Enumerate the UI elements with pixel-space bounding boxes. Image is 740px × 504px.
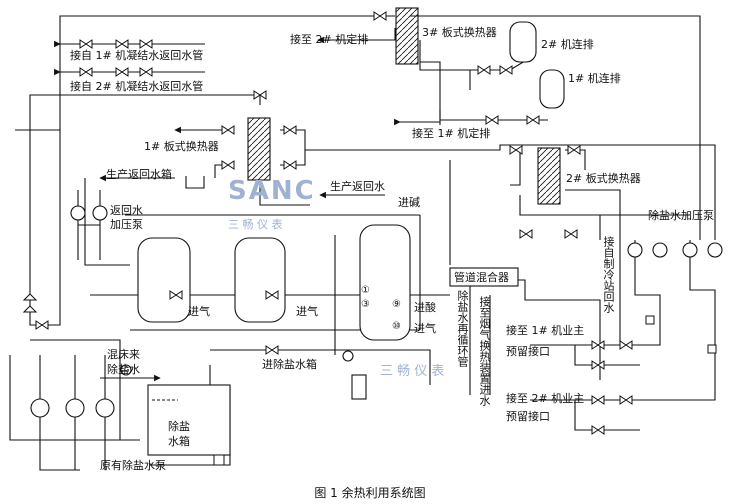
label-alkali-in: 进碱 <box>398 196 420 209</box>
watermark-logo: SANC <box>228 176 316 206</box>
label-return-water: 生产返回水 <box>330 180 385 193</box>
label-to-2-main: 接至 2# 机业主 <box>506 392 585 405</box>
label-reserved-1: 预留接口 <box>506 345 550 358</box>
valve-symbols <box>22 11 633 435</box>
label-old-pumps: 原有除盐水泵 <box>100 459 166 472</box>
hx2-exchanger <box>537 147 561 205</box>
pump-tag-4: ⑩ <box>392 321 401 332</box>
pipe-mixer-box <box>449 267 519 287</box>
blowdown-tank-2 <box>509 21 537 63</box>
instrument-boxes <box>213 315 717 466</box>
pump-tag-2: ③ <box>361 299 370 310</box>
label-blowdown-2: 2# 机连排 <box>541 38 594 51</box>
label-condensate-2: 接自 2# 机凝结水返回水管 <box>70 80 204 93</box>
label-desalt-tank-2: 水箱 <box>168 435 190 448</box>
pipe-network <box>9 15 716 471</box>
label-acid-in: 进酸 <box>414 301 436 314</box>
label-to-flue-gas-hx: 接至烟气换热装置进水 <box>478 296 491 406</box>
label-mixed-bed-1: 混床来 <box>107 348 140 361</box>
label-blowdown-1: 1# 机连排 <box>568 72 621 85</box>
pump-tag-3: ⑨ <box>392 299 401 310</box>
label-hx2: 2# 板式换热器 <box>566 172 641 185</box>
small-filter <box>351 374 367 400</box>
tank-2 <box>234 237 286 323</box>
figure-caption: 图 1 余热利用系统图 <box>314 486 426 500</box>
pump-tag-1: ① <box>361 285 370 296</box>
label-return-tank: 生产返回水箱 <box>106 168 172 181</box>
label-air-in-2: 进气 <box>296 305 318 318</box>
label-return-pump-2: 加压泵 <box>110 218 143 231</box>
desalt-water-tank <box>147 384 231 456</box>
return-water-tank <box>185 176 205 189</box>
label-condensate-1: 接自 1# 机凝结水返回水管 <box>70 49 204 62</box>
label-return-pump-1: 返回水 <box>110 204 143 217</box>
label-to-2-fixed-drain: 接至 2# 机定排 <box>290 33 369 46</box>
label-hx3: 3# 板式换热器 <box>422 26 497 39</box>
label-to-1-main: 接至 1# 机业主 <box>506 324 585 337</box>
hx1-exchanger <box>247 117 271 181</box>
label-to-1-fixed-drain: 接至 1# 机定排 <box>412 127 491 140</box>
label-self-cooling-return: 接自制冷站回水 <box>602 236 615 313</box>
label-air-in-3: 进气 <box>414 322 436 335</box>
watermark-text: 三 畅 仪 表 <box>228 218 283 231</box>
pump-symbols <box>30 205 723 418</box>
watermark-text-2: 三 畅 仪 表 <box>380 364 445 379</box>
label-desalt-recirc: 除盐水再循环管 <box>456 290 469 367</box>
label-air-in-1: 进气 <box>188 305 210 318</box>
tag-lg: LG <box>120 366 130 374</box>
label-desalt-tank-1: 除盐 <box>168 420 190 433</box>
blowdown-tank-1 <box>539 69 565 109</box>
tank-1 <box>137 237 191 323</box>
label-reserved-2: 预留接口 <box>506 410 550 423</box>
label-desalt-boost-pump: 除盐水加压泵 <box>648 209 714 222</box>
tank-3 <box>359 224 411 341</box>
label-hx1: 1# 板式换热器 <box>144 140 219 153</box>
hx3-exchanger <box>395 7 419 65</box>
label-mixed-bed-2: 除盐水 <box>107 363 140 376</box>
label-pipe-mixer: 管道混合器 <box>454 271 509 284</box>
label-to-desalt-tank: 进除盐水箱 <box>262 358 317 371</box>
